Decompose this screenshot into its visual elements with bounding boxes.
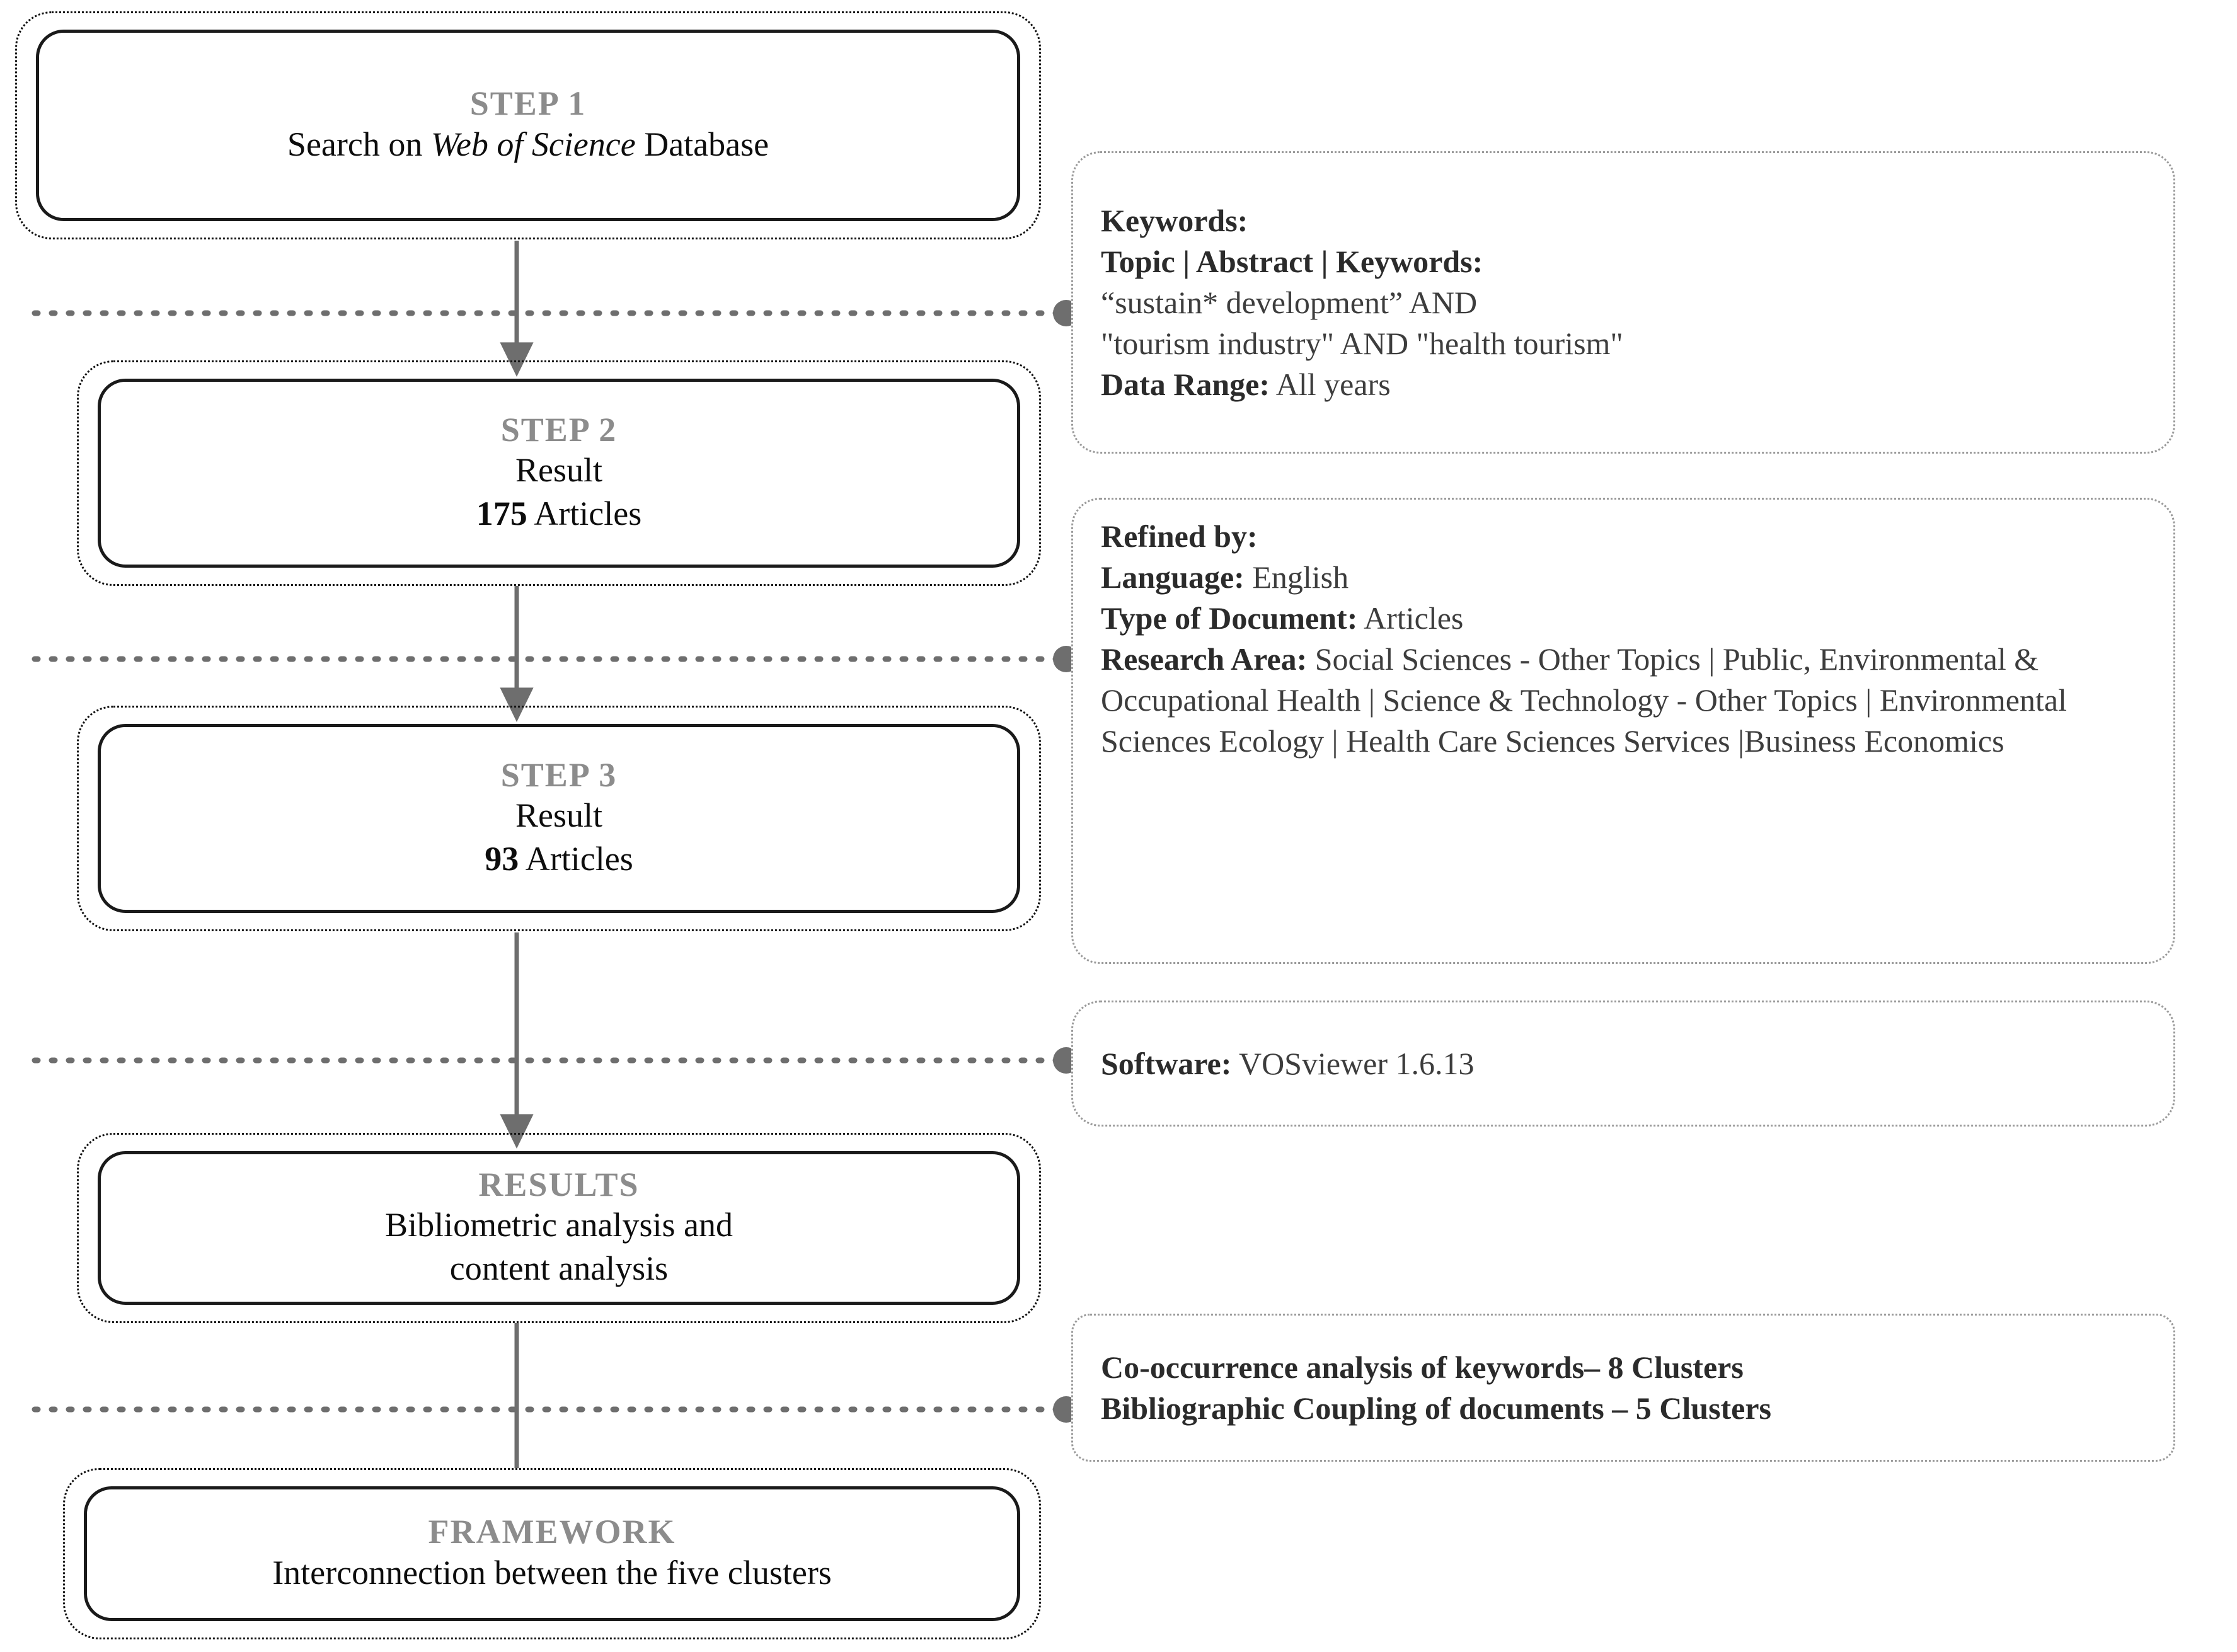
text-segment-bold: Language: [1101,559,1245,595]
text-segment-bold: Research Area: [1101,641,1308,677]
text-segment-bold: Data Range: [1101,366,1270,402]
flow-node-step-2[interactable]: STEP 2 Result 175 Articles [77,360,1041,586]
flow-node-framework-line-1: Interconnection between the five cluster… [272,1553,832,1592]
text-segment-bold: Topic | Abstract | Keywords: [1101,243,1483,279]
note-line-coupling: Bibliographic Coupling of documents – 5 … [1101,1388,2146,1429]
flow-node-framework-title: FRAMEWORK [428,1513,676,1551]
flow-node-results-line-1: Bibliometric analysis and [385,1206,733,1244]
flow-node-step-2-line-2: 175 Articles [476,492,641,536]
flow-node-results-body: RESULTS Bibliometric analysis and conten… [98,1151,1020,1305]
note-box-keywords[interactable]: Keywords: Topic | Abstract | Keywords: “… [1071,151,2175,454]
note-box-refined[interactable]: Refined by: Language: English Type of Do… [1071,498,2175,964]
note-line-cooccurrence: Co-occurrence analysis of keywords– 8 Cl… [1101,1347,2146,1388]
note-line-query-2: "tourism industry" AND "health tourism" [1101,325,1623,361]
article-count: 93 [485,840,519,878]
note-line-software: Software: VOSviewer 1.6.13 [1101,1043,2146,1084]
note-line-language: Language: English [1101,557,2146,598]
text-segment-bold: Keywords: [1101,202,1248,238]
text-segment-bold: Software: [1101,1045,1232,1081]
text-segment: Search on [287,125,431,163]
text-segment: All years [1270,366,1391,402]
flow-node-step-2-title: STEP 2 [500,410,618,449]
flow-node-framework[interactable]: FRAMEWORK Interconnection between the fi… [63,1468,1041,1639]
text-segment: English [1244,559,1349,595]
note-line-research-area: Research Area: Social Sciences - Other T… [1101,639,2146,762]
text-segment: Articles [1357,600,1464,636]
note-line-fields: Topic | Abstract | Keywords: [1101,241,2146,282]
text-segment-italic: Web of Science [430,125,636,163]
text-segment: Database [635,125,769,163]
text-segment-bold: Type of Document: [1101,600,1358,636]
flow-node-step-2-line-1: Result [515,451,602,490]
article-count: 175 [476,495,527,533]
note-box-clusters[interactable]: Co-occurrence analysis of keywords– 8 Cl… [1071,1314,2175,1462]
flow-node-framework-body: FRAMEWORK Interconnection between the fi… [84,1486,1020,1621]
text-segment: VOSviewer 1.6.13 [1231,1045,1475,1081]
note-line-query-1: “sustain* development” AND [1101,284,1478,320]
note-line-keywords-heading: Keywords: [1101,200,2146,241]
text-segment: Articles [527,495,642,533]
flow-node-step-3-body: STEP 3 Result 93 Articles [98,724,1020,913]
note-box-software[interactable]: Software: VOSviewer 1.6.13 [1071,1001,2175,1127]
leader-line-software [32,1047,1079,1074]
note-line-data-range: Data Range: All years [1101,364,2146,405]
flow-node-step-3[interactable]: STEP 3 Result 93 Articles [77,706,1041,931]
text-segment: Articles [519,840,633,878]
leader-line-keywords [32,300,1079,326]
flow-node-results-title: RESULTS [478,1165,640,1203]
text-segment-bold: Co-occurrence analysis of keywords– 8 Cl… [1101,1349,1744,1385]
note-line-document-type: Type of Document: Articles [1101,598,2146,639]
flow-node-results[interactable]: RESULTS Bibliometric analysis and conten… [77,1133,1041,1323]
flow-node-step-1-line-1: Search on Web of Science Database [287,123,769,166]
text-segment-bold: Refined by: [1101,519,1258,554]
flow-node-step-3-line-2: 93 Articles [485,837,633,881]
flow-node-step-1-title: STEP 1 [469,84,587,123]
text-segment: Social Sciences - Other Topics | Public,… [1101,641,2067,759]
flow-node-step-3-line-1: Result [515,796,602,835]
flow-node-results-line-2: content analysis [449,1249,669,1288]
flow-node-step-3-title: STEP 3 [500,755,618,794]
flow-node-step-2-body: STEP 2 Result 175 Articles [98,379,1020,568]
flow-node-step-1-body: STEP 1 Search on Web of Science Database [36,30,1020,221]
note-line-refined-heading: Refined by: [1101,516,2146,557]
flow-node-step-1[interactable]: STEP 1 Search on Web of Science Database [15,11,1041,239]
leader-line-refined [32,646,1079,672]
text-segment-bold: Bibliographic Coupling of documents – 5 … [1101,1390,1772,1426]
leader-line-clusters [32,1396,1079,1423]
